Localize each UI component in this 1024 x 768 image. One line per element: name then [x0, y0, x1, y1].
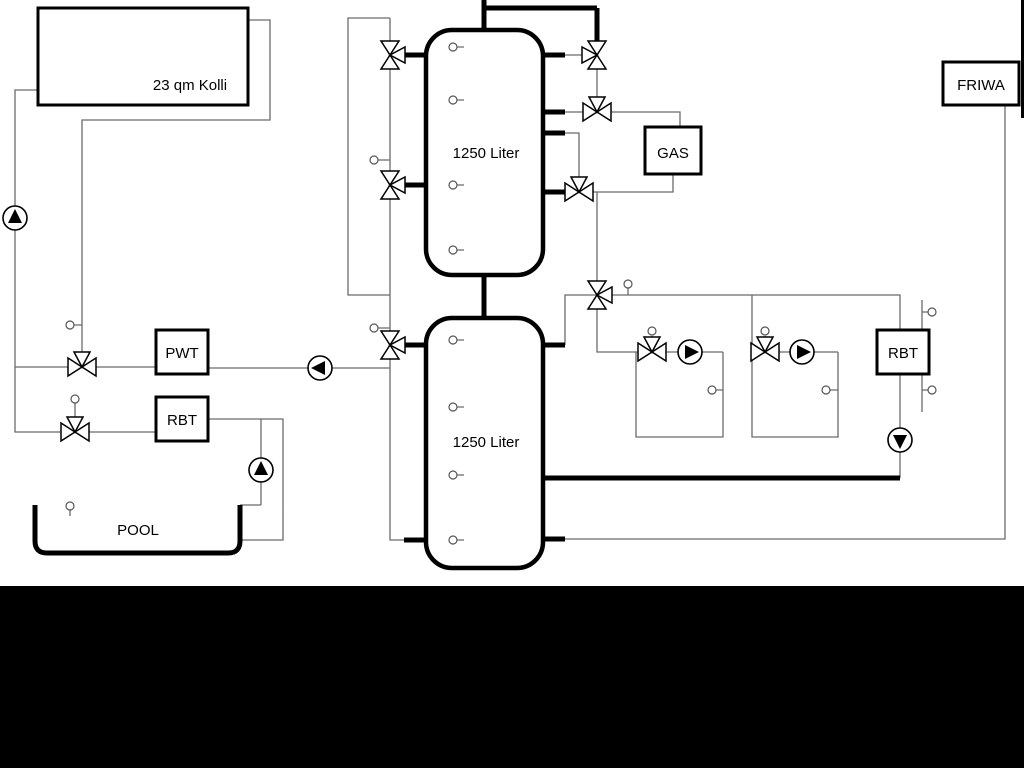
temperature-sensor-icon [70, 394, 80, 404]
temperature-sensor-icon [821, 385, 831, 395]
pipe-header [564, 294, 901, 345]
pipe-loop1 [635, 352, 724, 438]
bottom-black-bar [0, 586, 1024, 768]
gas-label: GAS [657, 145, 689, 162]
pump-icon [248, 457, 274, 483]
gas-boiler-box [643, 125, 703, 176]
pipe-tank-top-main [481, 0, 600, 43]
three-way-valve-icon [68, 352, 96, 376]
three-way-valve-icon [61, 417, 89, 441]
pool-label: POOL [117, 522, 159, 539]
pump-icon [2, 205, 28, 231]
temperature-sensor-icon [65, 320, 75, 330]
pool-shape [32, 505, 243, 556]
temperature-sensor-icon [927, 385, 937, 395]
pipe-bypass [347, 17, 390, 296]
three-way-valve-icon [381, 331, 405, 359]
three-way-valve-icon [583, 97, 611, 121]
temperature-sensor-icon [448, 42, 458, 52]
three-way-valve-icon [381, 41, 405, 69]
pipe-loop2-feed [751, 295, 838, 353]
pump-icon [307, 355, 333, 381]
pipe-collector-supply [14, 89, 61, 433]
three-way-valve-icon [381, 171, 405, 199]
buffer-tank-bottom [423, 315, 546, 571]
temperature-sensor-icon [448, 245, 458, 255]
pipe-collector-return [81, 19, 271, 357]
temperature-sensor-icon [927, 307, 937, 317]
temperature-sensor-icon [448, 470, 458, 480]
buffer-tank-top [423, 27, 546, 278]
pwt-box [154, 328, 210, 376]
temperature-sensor-icon [760, 326, 770, 336]
rbt-right-box [875, 328, 931, 376]
tank-sensor-overlays [457, 46, 464, 541]
rbt-left-box [154, 395, 210, 443]
pipe-gas-top [611, 111, 681, 127]
temperature-sensor-icon [623, 279, 633, 289]
friwa-label: FRIWA [957, 77, 1005, 94]
three-way-valve-icon [565, 177, 593, 201]
tank-top-label: 1250 Liter [453, 145, 520, 162]
solar-collector-box [36, 6, 250, 107]
tank-bottom-label: 1250 Liter [453, 434, 520, 451]
tank-stubs [404, 52, 900, 543]
pipe-rbt-pool [208, 418, 284, 541]
three-way-valve-icon [751, 337, 779, 361]
temperature-sensor-icon [448, 402, 458, 412]
pipe-friwa-cold [565, 105, 1006, 540]
collector-label: 23 qm Kolli [153, 77, 227, 94]
pump-icon [789, 339, 815, 365]
temperature-sensor-icon [448, 535, 458, 545]
pipes-thick [404, 0, 900, 543]
pump-icon [677, 339, 703, 365]
friwa-box [941, 60, 1021, 107]
pipe-loop2 [751, 352, 839, 438]
rbt-left-label: RBT [167, 412, 197, 429]
pump-icon [887, 427, 913, 453]
right-edge-mark [1021, 0, 1024, 118]
temperature-sensor-icon [369, 323, 379, 333]
temperature-sensor-icon [448, 95, 458, 105]
pipe-charge-spine [389, 18, 404, 541]
pipe-gas-bottom [593, 174, 674, 193]
temperature-sensor-icon [448, 335, 458, 345]
temperature-sensor-icon [707, 385, 717, 395]
three-way-valve-icon [638, 337, 666, 361]
temperature-sensor-icon [448, 180, 458, 190]
three-way-valve-icon [582, 41, 606, 69]
temperature-sensor-icon [65, 501, 75, 511]
temperature-sensor-icon [647, 326, 657, 336]
rbt-right-label: RBT [888, 345, 918, 362]
pwt-label: PWT [165, 345, 198, 362]
temperature-sensor-icon [369, 155, 379, 165]
pipe-v5-top [565, 132, 580, 182]
pipe-loops-feed [596, 307, 723, 353]
